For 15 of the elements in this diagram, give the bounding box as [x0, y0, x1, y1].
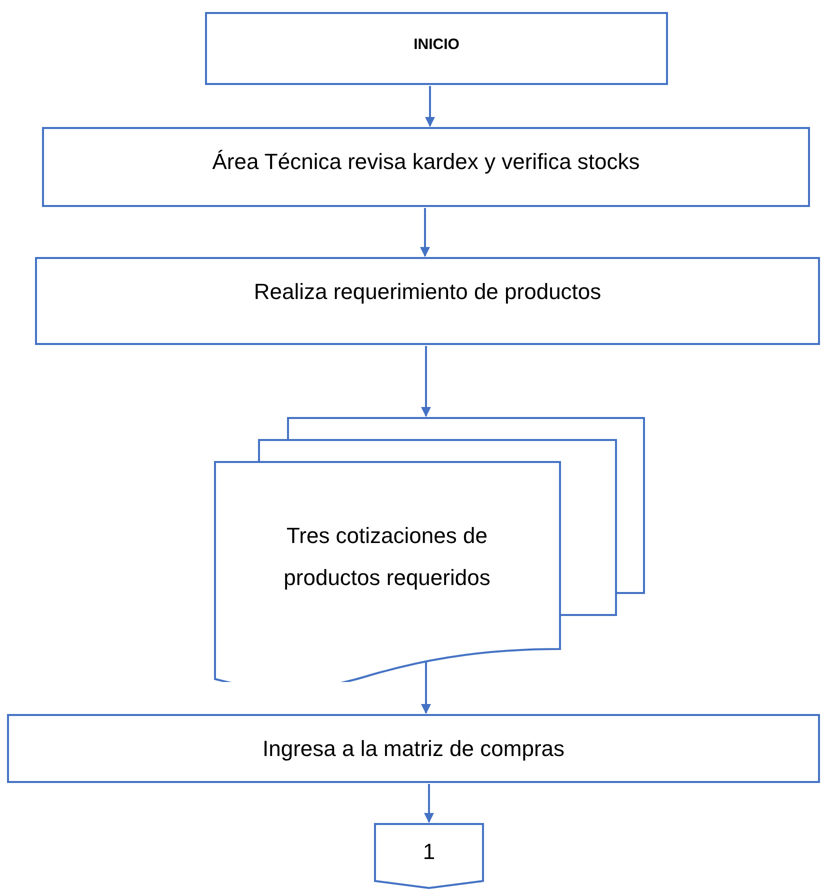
process-box [42, 127, 810, 207]
process-box [35, 257, 820, 345]
arrow [421, 346, 431, 417]
document-label: Tres cotizaciones de productos requeridos [282, 522, 492, 592]
connector-number: 1 [422, 838, 436, 866]
process-label: Ingresa a la matriz de compras [262, 735, 565, 763]
process-label: Área Técnica revisa kardex y verifica stocks [212, 148, 640, 176]
process-box [7, 714, 820, 783]
arrow [425, 86, 435, 127]
start-box [205, 12, 668, 85]
process-label: Realiza requerimiento de productos [254, 278, 602, 306]
start-label: INICIO [414, 35, 460, 55]
arrow [421, 661, 431, 714]
arrow [424, 784, 434, 823]
arrow [420, 208, 430, 257]
